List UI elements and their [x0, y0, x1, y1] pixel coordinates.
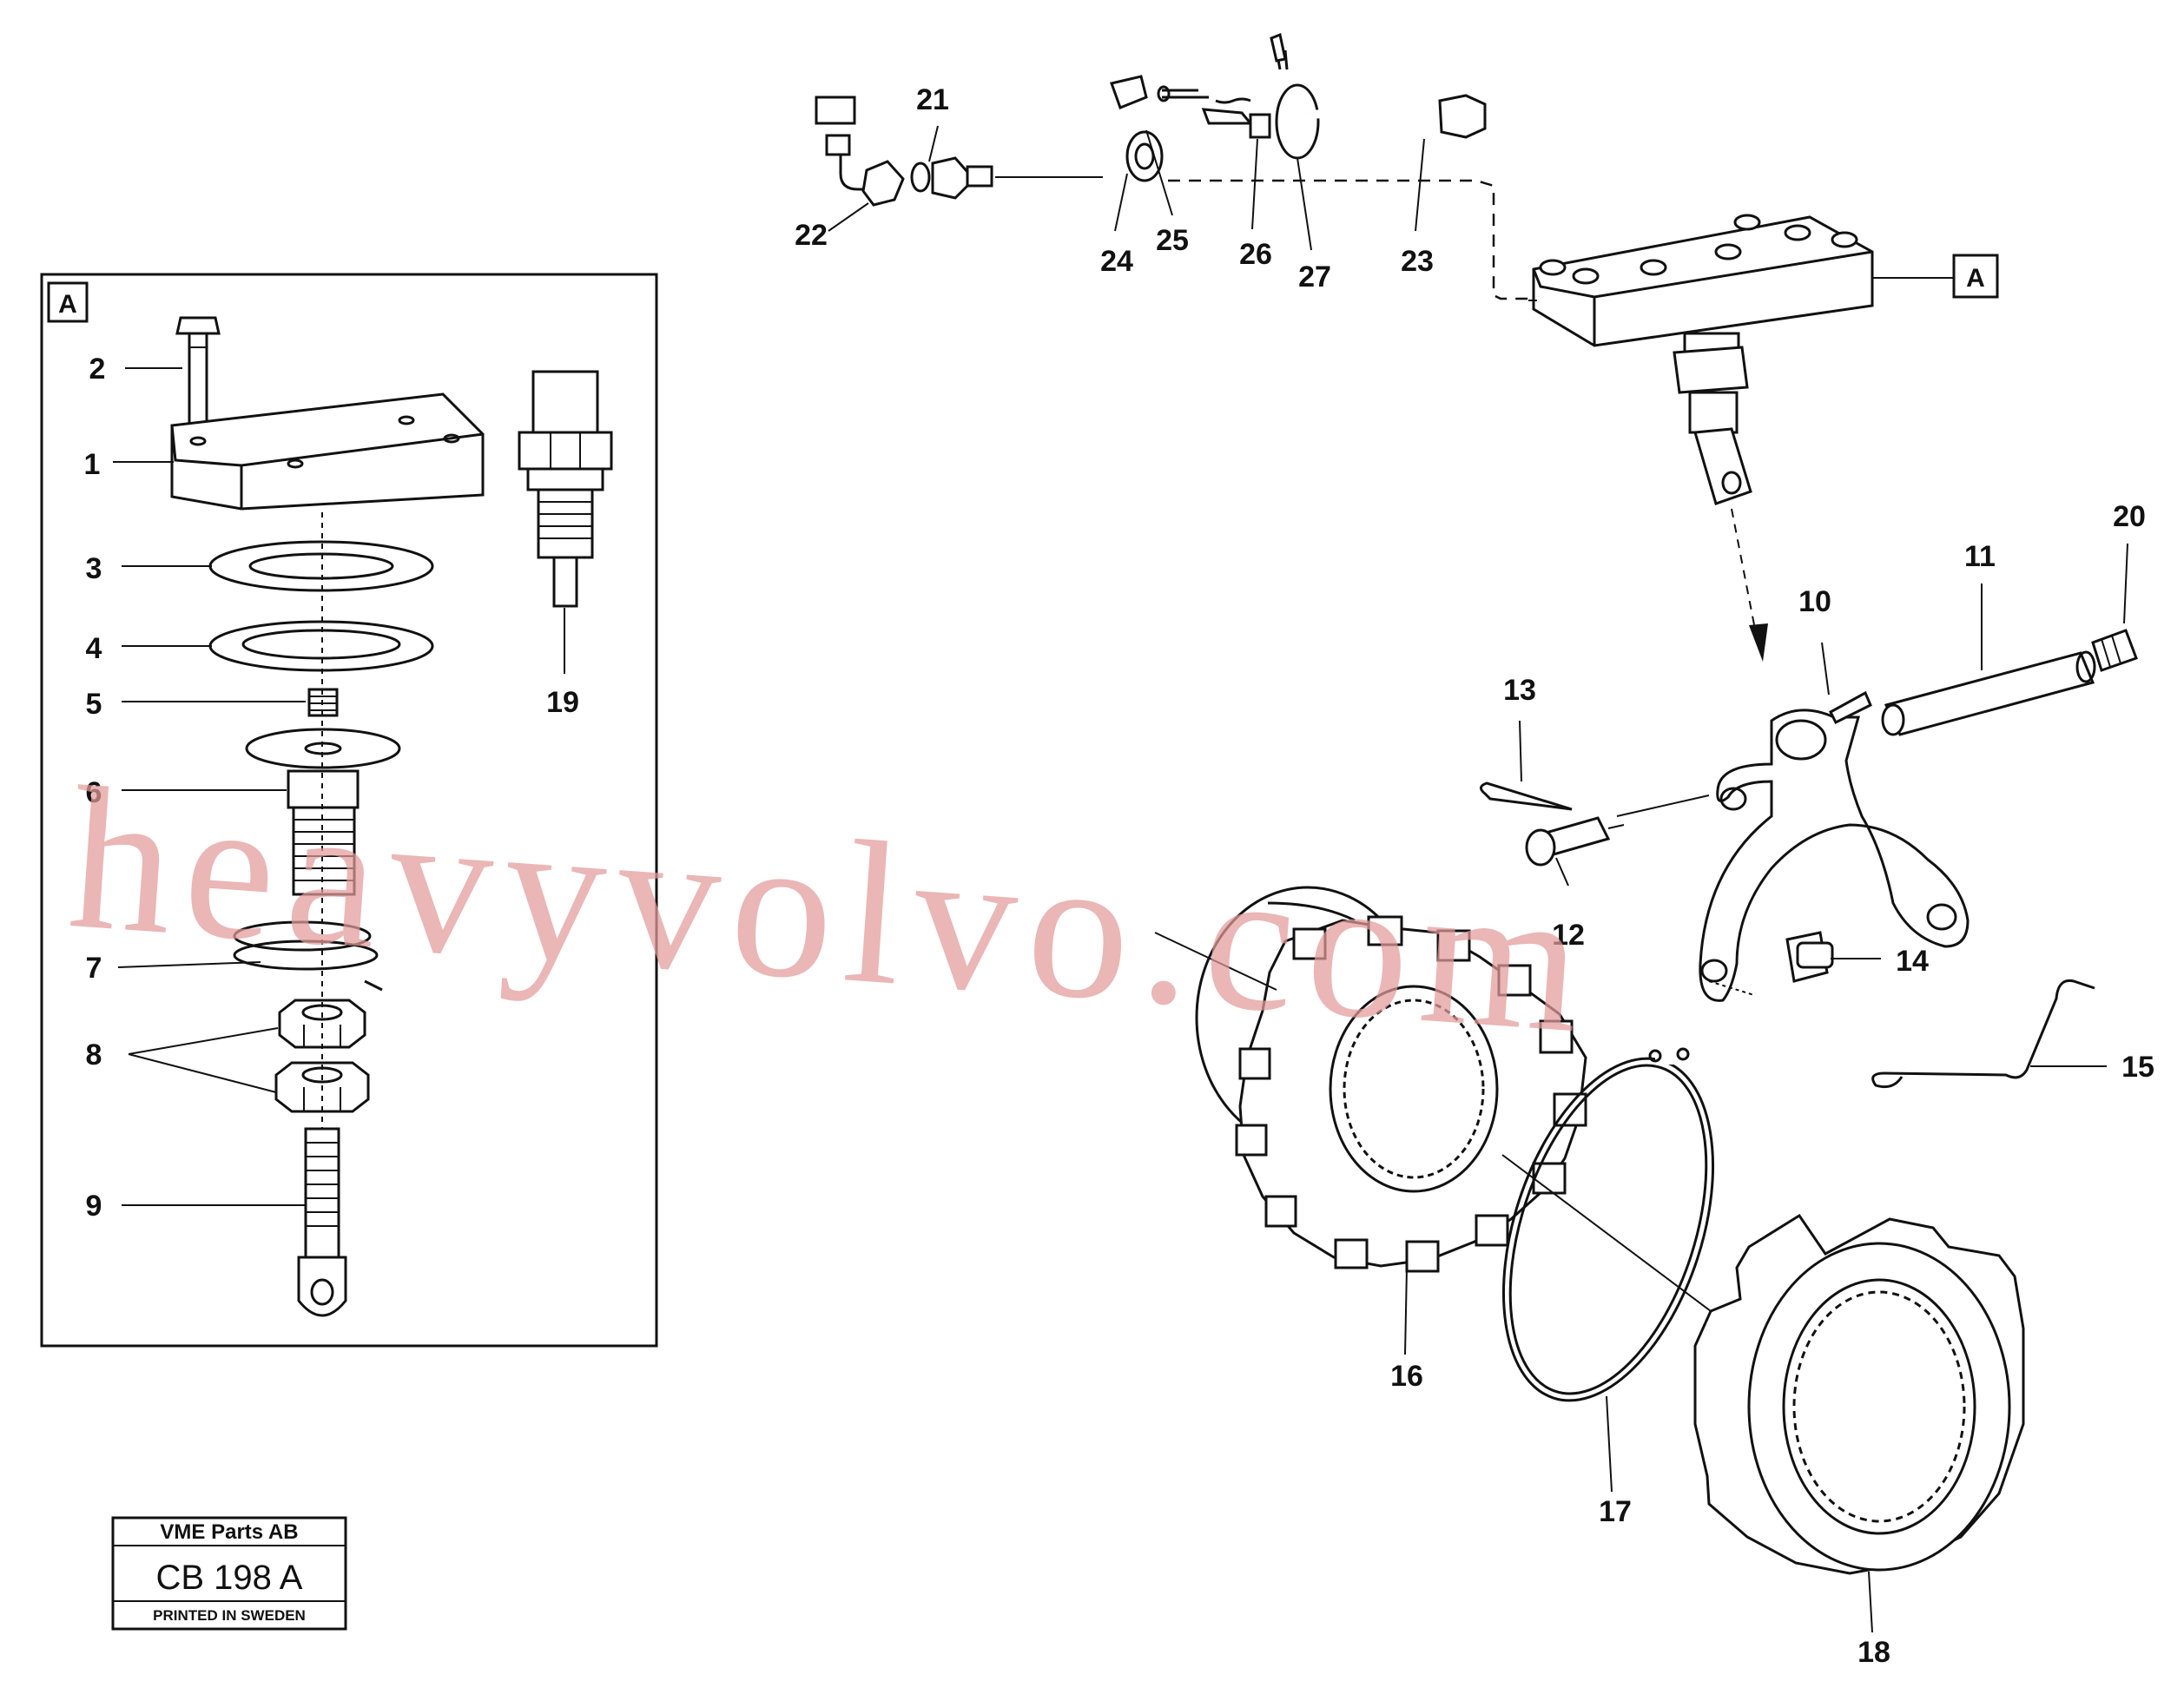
callout-22: 22: [795, 219, 828, 252]
callout-1: 1: [84, 448, 101, 481]
part-hose-clamp: [1270, 32, 1320, 160]
callout-2: 2: [89, 353, 106, 386]
part-adapter: [910, 156, 993, 200]
callout-27: 27: [1298, 260, 1331, 293]
part-spring-wire: [1871, 979, 2095, 1089]
part-fork-pin: [1525, 816, 1625, 867]
module-a-marker: A: [1952, 254, 1999, 299]
part-spring: [233, 920, 383, 992]
stamp-printed: PRINTED IN SWEDEN: [153, 1607, 306, 1624]
callout-8: 8: [86, 1038, 102, 1071]
callout-23: 23: [1401, 245, 1434, 278]
callout-4: 4: [86, 632, 102, 665]
callout-10: 10: [1798, 585, 1831, 618]
callout-12: 12: [1552, 919, 1585, 952]
callout-5: 5: [86, 688, 102, 721]
part-clip-bracket: [1110, 75, 1164, 182]
callout-19: 19: [546, 686, 579, 719]
part-cotter-pin: [1480, 781, 1573, 811]
callout-11: 11: [1964, 540, 1996, 573]
callout-13: 13: [1503, 674, 1536, 707]
part-shift-fork: [1699, 690, 1970, 1002]
part-shaft-pin: [1881, 650, 2096, 736]
part-cover-plate: [170, 392, 485, 511]
detail-box-a-marker: A: [58, 290, 77, 319]
callout-15: 15: [2121, 1051, 2154, 1084]
callout-25: 25: [1156, 224, 1189, 257]
stamp-company: VME Parts AB: [160, 1520, 298, 1544]
callout-6: 6: [86, 776, 102, 809]
part-pipe: [1309, 94, 1487, 139]
callout-14: 14: [1896, 945, 1929, 978]
callout-20: 20: [2113, 500, 2146, 533]
callouts: 2 1 3 4 5 6 7 8 9 19 21 22 24 25 26 27 2…: [84, 83, 2154, 1669]
part-split-pin: [1157, 85, 1209, 102]
assembly-arrow: [1731, 508, 1768, 662]
callout-3: 3: [86, 552, 102, 585]
callout-9: 9: [86, 1190, 102, 1223]
callout-17: 17: [1599, 1495, 1632, 1528]
part-hub: [1693, 1213, 2025, 1575]
callout-7: 7: [86, 952, 102, 985]
part-bolt: [175, 316, 221, 438]
part-shift-module: [1532, 214, 1874, 505]
leader-lines: [113, 125, 2128, 1633]
callout-24: 24: [1100, 245, 1133, 278]
stamp-code: CB 198 A: [155, 1559, 302, 1597]
part-clevis-pin: [1201, 97, 1271, 139]
part-hose: [815, 26, 1132, 167]
svg-text:A: A: [1966, 264, 1985, 293]
part-sensor: [518, 370, 613, 608]
part-elbow-fitting: [825, 134, 905, 207]
part-fork-pad: [1785, 931, 1834, 983]
callout-18: 18: [1857, 1636, 1890, 1669]
detail-box-a: A: [40, 273, 658, 1348]
callout-21: 21: [916, 83, 949, 116]
part-rod-end: [297, 1127, 347, 1317]
part-sliding-sleeve: [1154, 886, 1816, 1390]
title-stamp: VME Parts AB CB 198 A PRINTED IN SWEDEN: [111, 1516, 347, 1631]
part-snap-ring: [1501, 1047, 1715, 1402]
callout-26: 26: [1239, 238, 1272, 271]
part-end-plug: [2091, 629, 2138, 672]
callout-16: 16: [1390, 1360, 1423, 1393]
